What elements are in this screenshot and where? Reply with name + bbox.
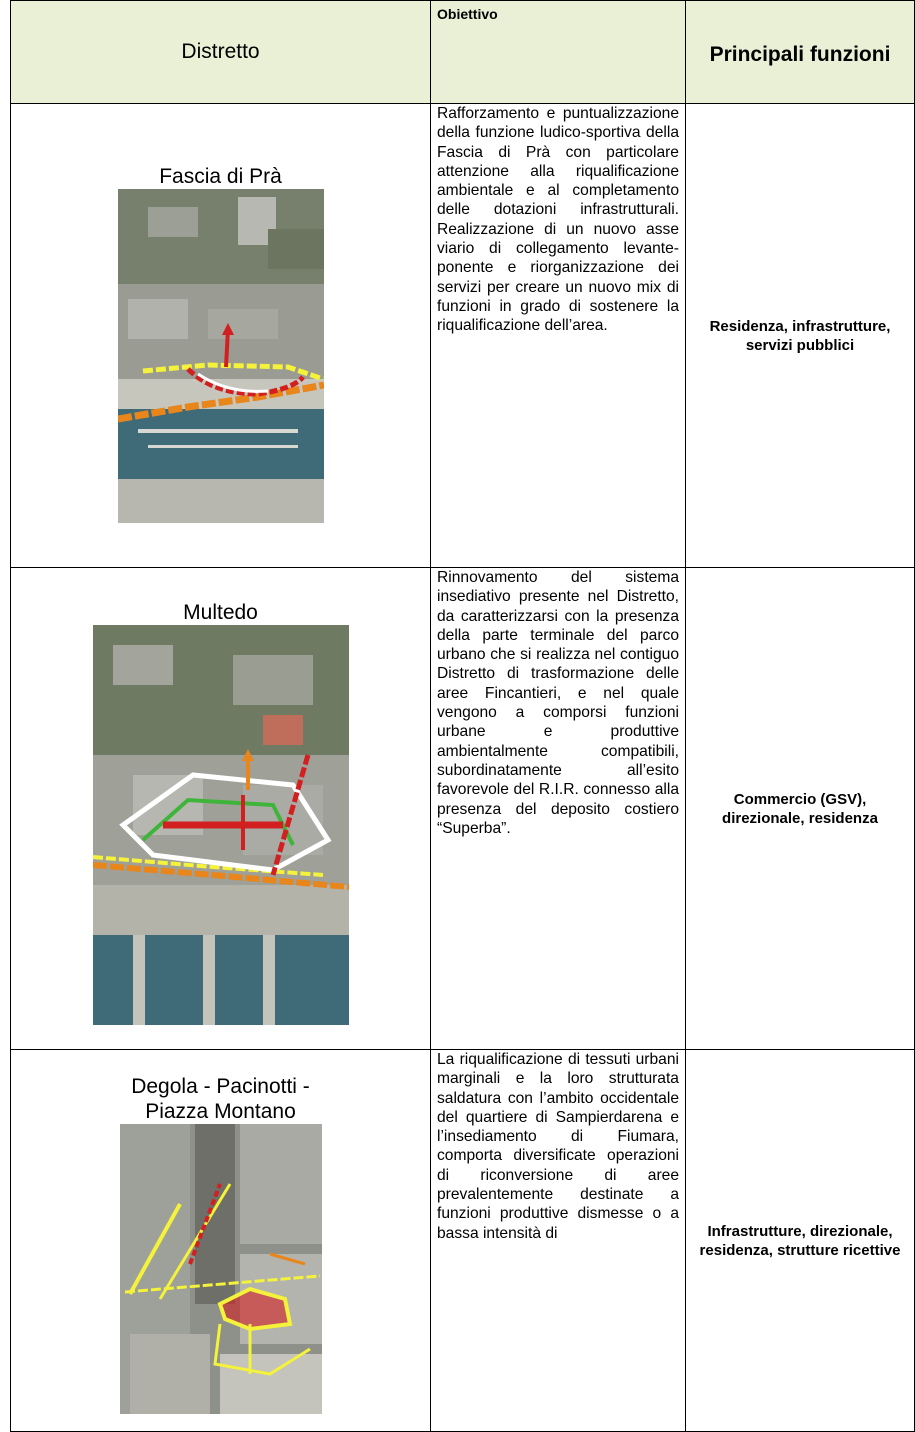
functions-cell: Infrastrutture, direzionale, residenza, … (685, 1049, 915, 1432)
functions-cell: Commercio (GSV), direzionale, residenza (685, 567, 915, 1050)
objective-cell: Rafforzamento e puntualizzazione della f… (430, 103, 686, 568)
header-principali-funzioni: Principali funzioni (685, 0, 915, 104)
table-row: Fascia di Prà (10, 103, 915, 568)
district-cell: Degola - Pacinotti - Piazza Montano (10, 1049, 431, 1432)
table-row: Multedo (10, 567, 915, 1050)
table-row: Degola - Pacinotti - Piazza Montano (10, 1049, 915, 1432)
objective-text: La riqualificazione di tessuti urbani ma… (437, 1051, 679, 1242)
district-cell: Multedo (10, 567, 431, 1050)
aerial-map-fascia-di-pra (117, 189, 324, 523)
header-obiettivo: Obiettivo (430, 0, 686, 104)
aerial-map-multedo (92, 625, 349, 1025)
header-row: Distretto Obiettivo Principali funzioni (10, 0, 915, 104)
objective-cell: Rinnovamento del sistema insediativo pre… (430, 567, 686, 1050)
district-name: Fascia di Prà (159, 165, 282, 188)
objective-cell: La riqualificazione di tessuti urbani ma… (430, 1049, 686, 1432)
header-distretto: Distretto (10, 0, 431, 104)
objective-text: Rafforzamento e puntualizzazione della f… (437, 105, 679, 335)
functions-cell: Residenza, infrastrutture, servizi pubbl… (685, 103, 915, 568)
district-name: Multedo (183, 601, 258, 624)
objective-text: Rinnovamento del sistema insediativo pre… (437, 569, 679, 837)
district-name: Degola - Pacinotti - Piazza Montano (131, 1075, 310, 1123)
aerial-map-degola-pacinotti (119, 1124, 322, 1414)
districts-table: Distretto Obiettivo Principali funzioni … (10, 0, 915, 1432)
district-cell: Fascia di Prà (10, 103, 431, 568)
